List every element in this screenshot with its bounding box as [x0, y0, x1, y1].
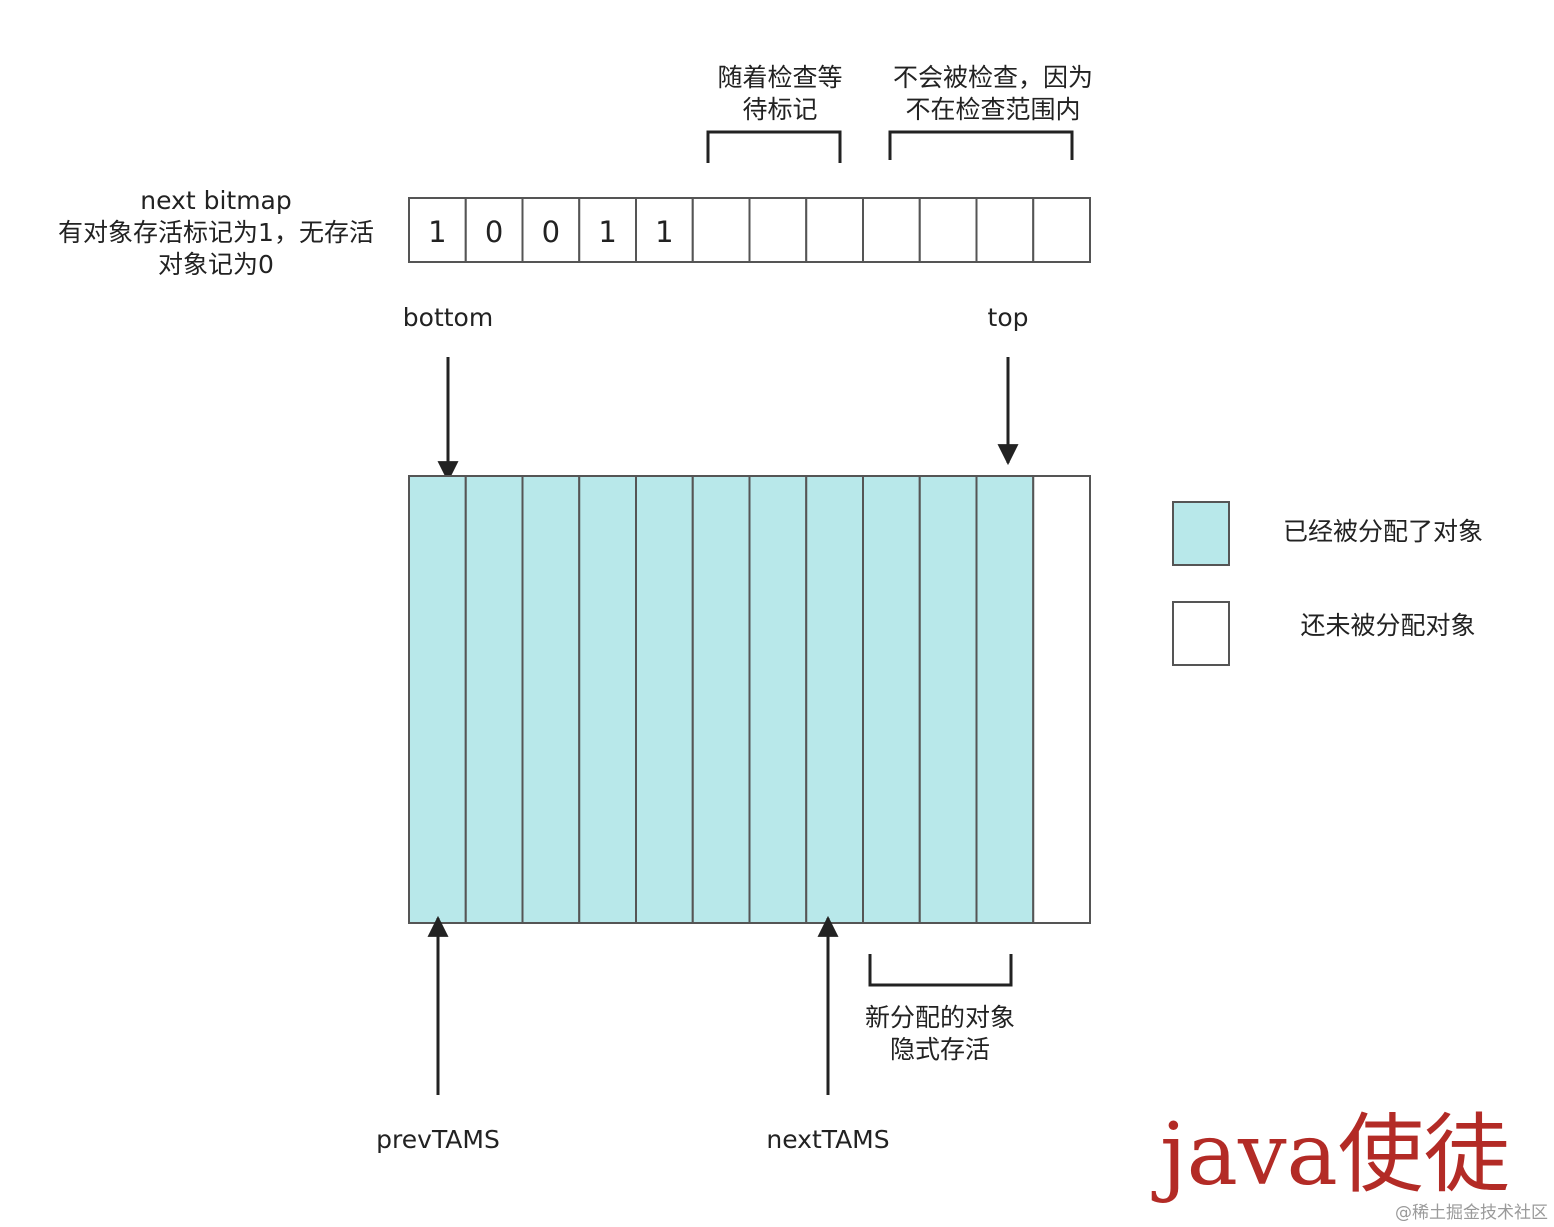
- bitmap-cell: [862, 197, 921, 263]
- bitmap-cell: [975, 197, 1035, 263]
- heap-cell-allocated: [635, 475, 694, 924]
- prev-tams-label: prevTAMS: [376, 1125, 500, 1154]
- bitmap-bit-value: 1: [428, 215, 446, 249]
- bitmap-bit-value: 1: [655, 215, 673, 249]
- bitmap-bit-value: 1: [598, 215, 616, 249]
- legend-unallocated-label: 还未被分配对象: [1300, 611, 1475, 640]
- not-checked-bracket: [888, 130, 1074, 160]
- bitmap-bit-value: 0: [485, 215, 503, 249]
- watermark-text: java使徒: [1151, 1105, 1510, 1205]
- bitmap-cell: [521, 197, 581, 263]
- heap-cell-allocated: [748, 475, 808, 924]
- bitmap-cell: [408, 197, 467, 263]
- bitmap-cell: [805, 197, 864, 263]
- heap-cell-allocated: [862, 475, 921, 924]
- heap-region: [408, 475, 1091, 924]
- bitmap-cell: [1032, 197, 1091, 263]
- pending-check-label-line2: 待标记: [742, 95, 817, 124]
- bitmap-desc-line3: 对象记为0: [158, 250, 274, 279]
- bitmap-cell: [918, 197, 978, 263]
- not-checked-label-line2: 不在检查范围内: [905, 95, 1080, 124]
- bitmap-cell: [464, 197, 524, 263]
- heap-cell-allocated: [521, 475, 581, 924]
- new-alloc-label-line1: 新分配的对象: [865, 1003, 1015, 1032]
- bitmap-cell: [691, 197, 751, 263]
- new-alloc-label-line2: 隐式存活: [890, 1035, 990, 1064]
- bitmap-desc-line1: next bitmap: [140, 186, 292, 215]
- heap-cell-allocated: [691, 475, 751, 924]
- bitmap-bit-value: 0: [542, 215, 560, 249]
- bitmap-desc-line2: 有对象存活标记为1，无存活: [58, 218, 374, 247]
- bottom-label: bottom: [403, 303, 493, 332]
- heap-cell-allocated: [464, 475, 524, 924]
- top-label: top: [988, 303, 1029, 332]
- not-checked-label-line1: 不会被检查，因为: [893, 63, 1093, 92]
- bitmap-cell: [748, 197, 808, 263]
- heap-cell-unallocated: [1032, 475, 1091, 924]
- heap-cell-allocated: [975, 475, 1035, 924]
- heap-cell-allocated: [918, 475, 978, 924]
- legend-allocated-label: 已经被分配了对象: [1283, 517, 1483, 546]
- watermark-source: @稀土掘金技术社区: [1395, 1203, 1548, 1223]
- bitmap-row: 1 0 0 1 1: [408, 197, 1091, 263]
- pending-check-label-line1: 随着检查等: [717, 63, 842, 92]
- heap-cell-allocated: [408, 475, 467, 924]
- legend-allocated-swatch: [1172, 501, 1230, 566]
- legend-unallocated-swatch: [1172, 601, 1230, 666]
- pending-check-bracket: [706, 130, 842, 163]
- heap-cell-allocated: [805, 475, 864, 924]
- bitmap-cell: [635, 197, 694, 263]
- new-alloc-bracket: [868, 954, 1013, 987]
- heap-cell-allocated: [578, 475, 637, 924]
- next-tams-label: nextTAMS: [766, 1125, 889, 1154]
